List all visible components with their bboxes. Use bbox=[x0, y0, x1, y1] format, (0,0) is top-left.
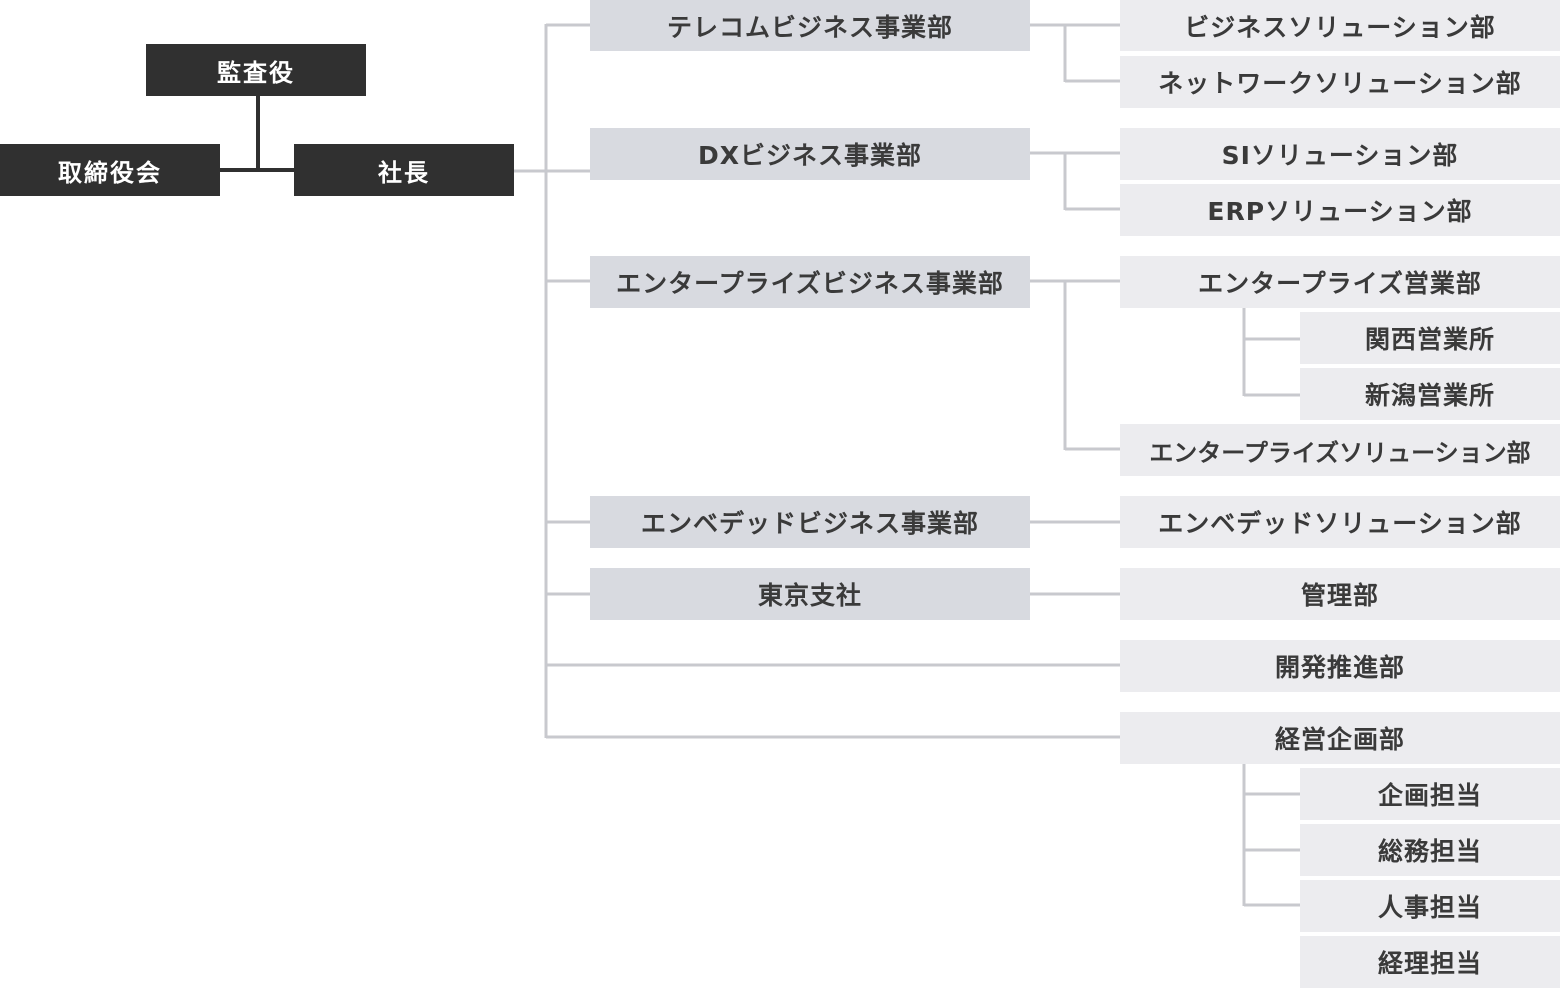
office-kansai: 関西営業所 bbox=[1300, 312, 1560, 364]
section-accounting: 経理担当 bbox=[1300, 936, 1560, 988]
auditor-box: 監査役 bbox=[146, 44, 366, 96]
department-development-promotion: 開発推進部 bbox=[1120, 640, 1560, 692]
department-business-solution: ビジネスソリューション部 bbox=[1120, 0, 1560, 51]
board-of-directors-box: 取締役会 bbox=[0, 144, 220, 196]
department-enterprise-sales: エンタープライズ営業部 bbox=[1120, 256, 1560, 308]
department-enterprise-solution: エンタープライズソリューション部 bbox=[1120, 424, 1560, 476]
department-erp-solution: ERPソリューション部 bbox=[1120, 184, 1560, 236]
business-unit-embedded: エンベデッドビジネス事業部 bbox=[590, 496, 1030, 548]
business-unit-tokyo: 東京支社 bbox=[590, 568, 1030, 620]
department-network-solution: ネットワークソリューション部 bbox=[1120, 56, 1560, 108]
president-box: 社長 bbox=[294, 144, 514, 196]
business-unit-enterprise: エンタープライズビジネス事業部 bbox=[590, 256, 1030, 308]
department-embedded-solution: エンベデッドソリューション部 bbox=[1120, 496, 1560, 548]
department-si-solution: SIソリューション部 bbox=[1120, 128, 1560, 180]
section-planning: 企画担当 bbox=[1300, 768, 1560, 820]
business-unit-dx: DXビジネス事業部 bbox=[590, 128, 1030, 180]
business-unit-telecom: テレコムビジネス事業部 bbox=[590, 0, 1030, 51]
office-niigata: 新潟営業所 bbox=[1300, 368, 1560, 420]
department-corporate-planning: 経営企画部 bbox=[1120, 712, 1560, 764]
section-general-affairs: 総務担当 bbox=[1300, 824, 1560, 876]
department-administration: 管理部 bbox=[1120, 568, 1560, 620]
section-human-resources: 人事担当 bbox=[1300, 880, 1560, 932]
